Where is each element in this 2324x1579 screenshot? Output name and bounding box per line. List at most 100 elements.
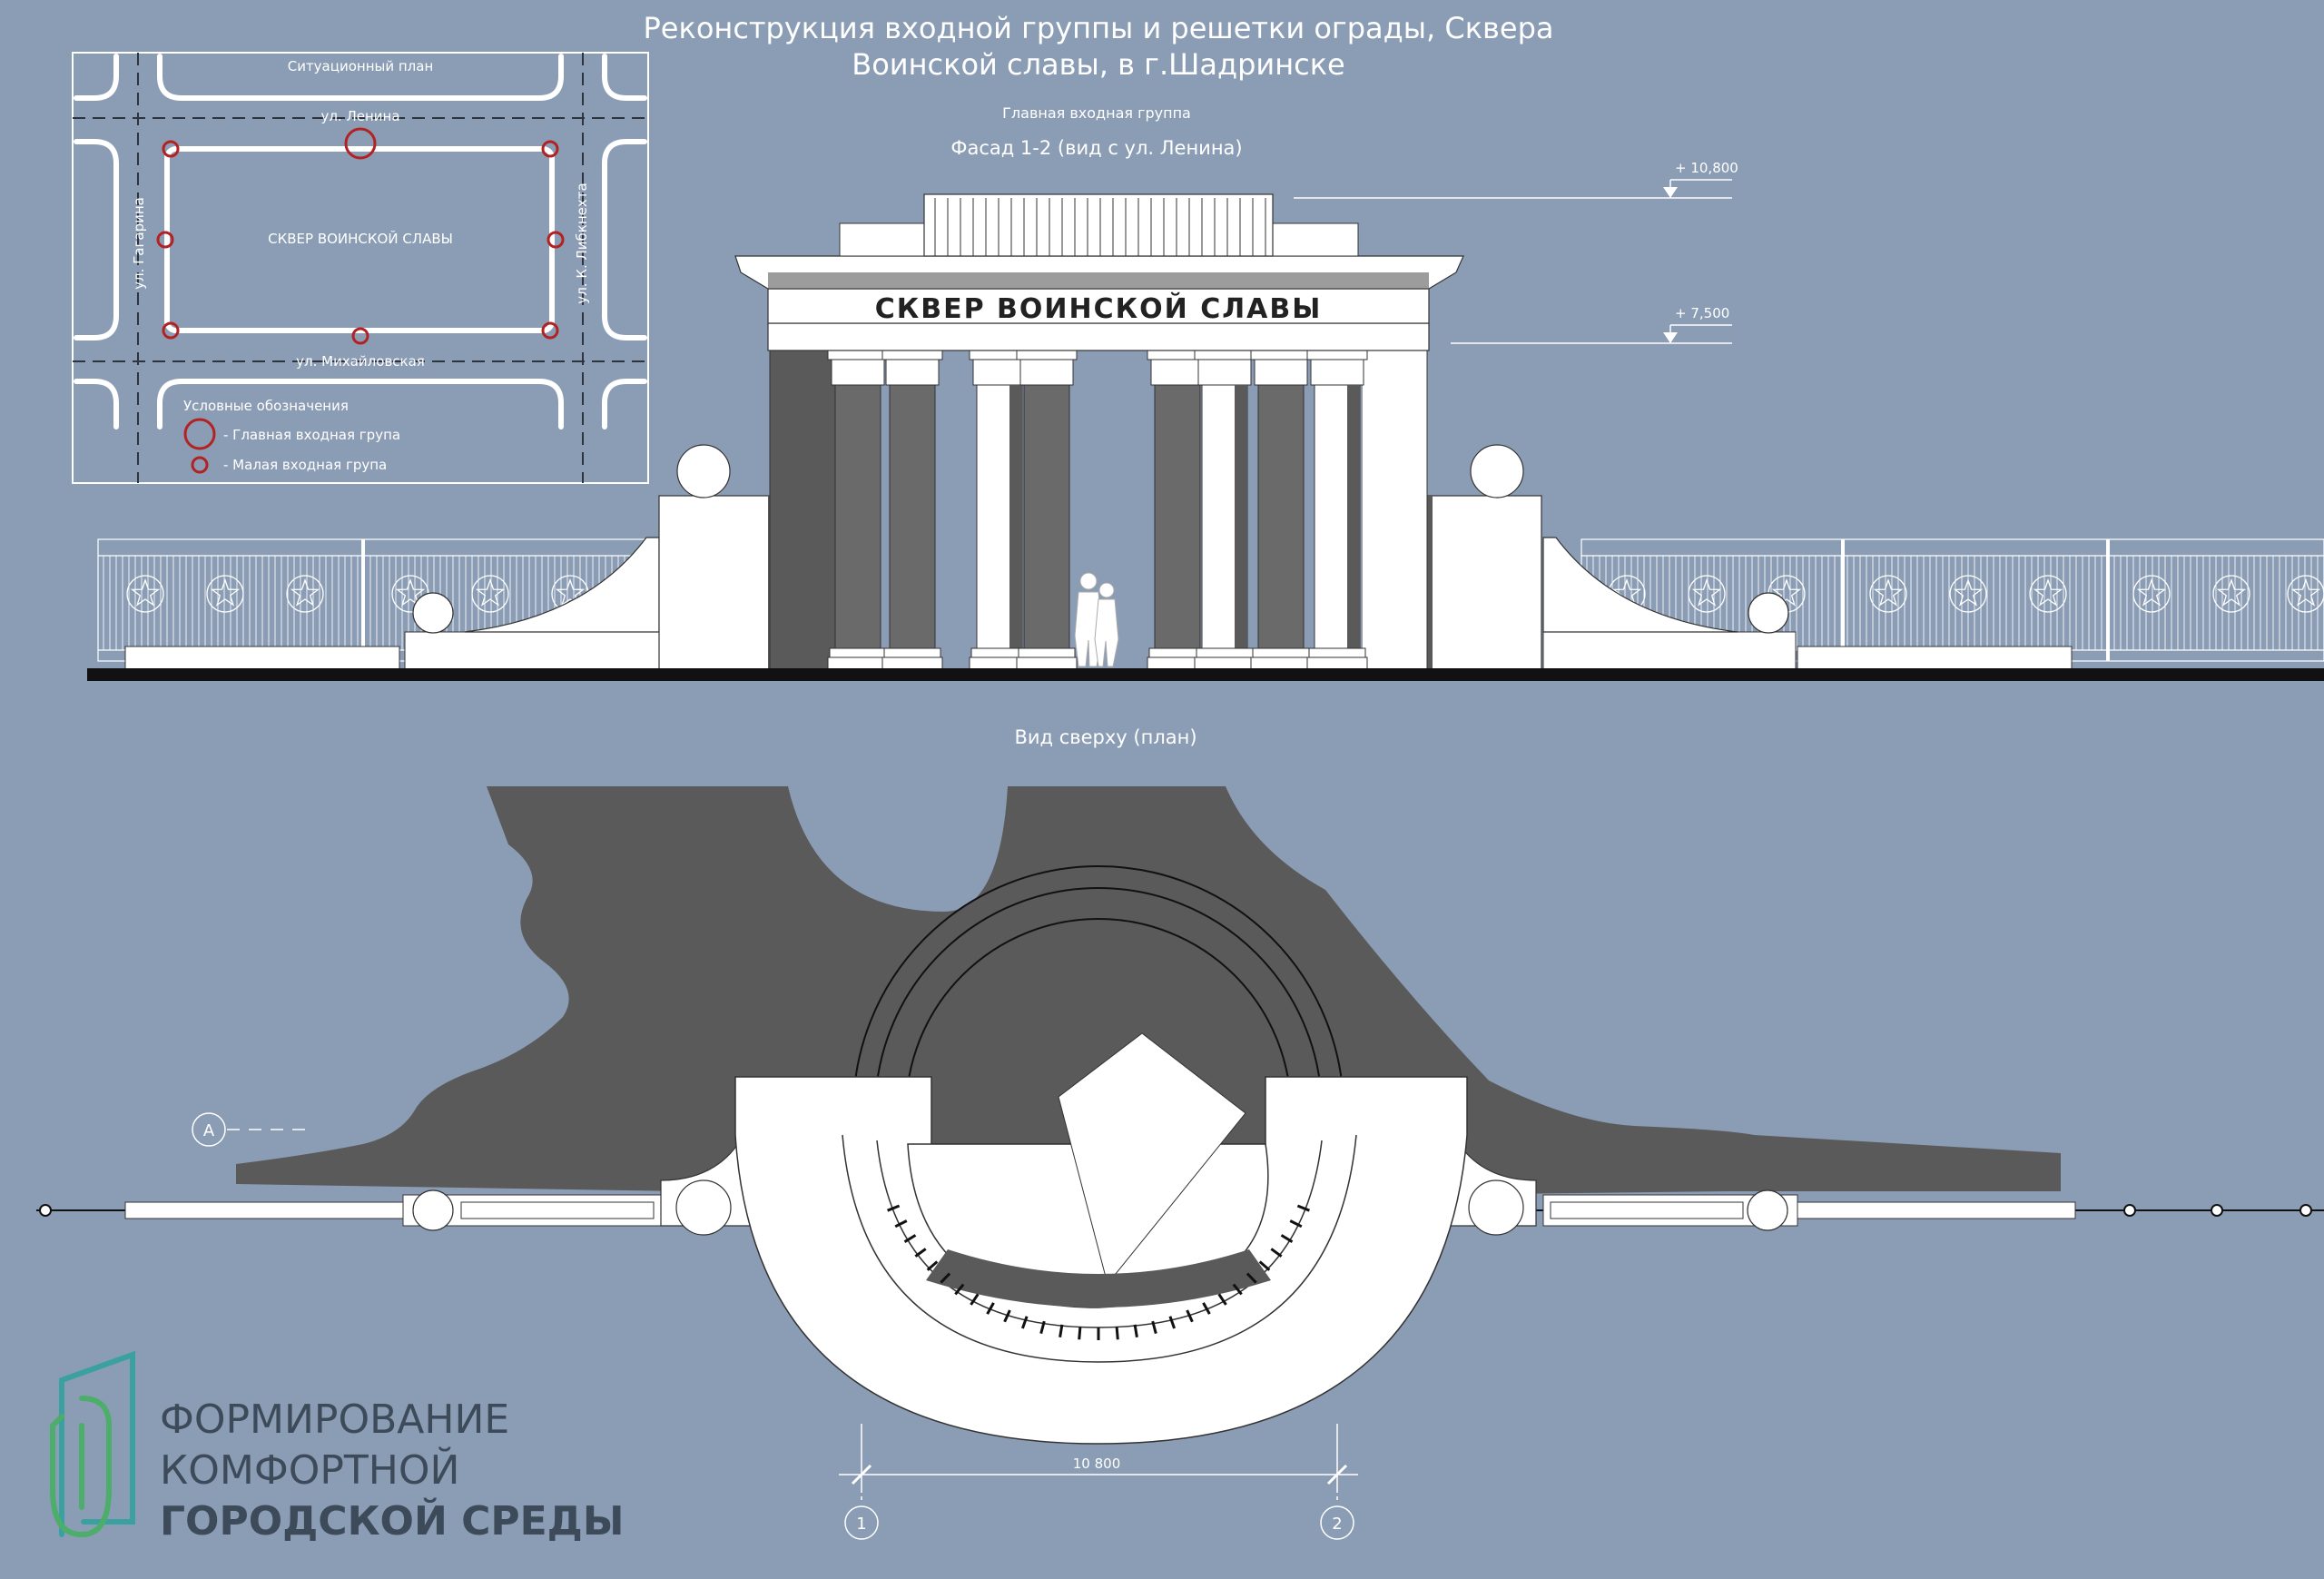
axis-1-bubble: [844, 1505, 879, 1540]
fence-star: [290, 578, 320, 607]
column-capital: [827, 350, 889, 360]
column-shaft: [1154, 384, 1201, 649]
entrance-markers: [156, 127, 565, 345]
level-mark-top: + 10,800: [1294, 160, 1738, 199]
small-entrance-marker: [541, 321, 559, 340]
site-plan-heading: Ситуационный план: [288, 58, 434, 74]
column-base: [1196, 647, 1254, 658]
column-shade: [1009, 385, 1022, 648]
fence-medallions: [126, 575, 2324, 613]
facade-drawing: Главная входная группа Фасад 1-2 (вид с …: [87, 104, 2324, 681]
fence-star: [130, 578, 161, 607]
facade-title: Фасад 1-2 (вид с ул. Ленина): [950, 137, 1242, 159]
plan-dentil: [986, 1302, 995, 1315]
small-entrance-marker: [547, 231, 565, 249]
street-label-bottom: ул. Михайловская: [296, 353, 425, 370]
cornice-shadow: [768, 272, 1429, 289]
plan-dentil: [887, 1204, 901, 1212]
plan-dentil: [1186, 1309, 1194, 1323]
column-capital: [1250, 350, 1312, 360]
main-entrance-marker: [344, 127, 377, 160]
plan-dentil: [954, 1283, 965, 1296]
plan-dentil: [1151, 1320, 1157, 1334]
plan-plinth-right: [1795, 1201, 2076, 1219]
plinth-far-right: [1797, 646, 2073, 671]
fence-medallion: [1869, 575, 1907, 613]
plan-dentil: [894, 1219, 908, 1229]
attic-crown: [923, 193, 1274, 257]
column-echinus: [972, 359, 1027, 386]
fence-star: [1771, 578, 1802, 607]
axis-a-bubble: [192, 1112, 226, 1147]
logo-line-1: ФОРМИРОВАНИЕ: [160, 1396, 509, 1443]
plan-dentil: [1217, 1293, 1227, 1306]
fence-star: [1691, 578, 1722, 607]
title-line-1: Реконструкция входной группы и решетки о…: [644, 11, 1554, 45]
plan-sphere-large-right: [1468, 1179, 1524, 1236]
plan-dimension-value: 10 800: [1073, 1456, 1121, 1472]
column-plinth: [1250, 656, 1312, 671]
fence-medallion: [2132, 575, 2171, 613]
site-plan: Ситуационный план ул. Ленина ул. Михайло…: [72, 52, 649, 484]
sphere-small-left: [412, 592, 454, 634]
small-entrance-marker: [351, 327, 369, 345]
plan-inner-ring: [842, 1134, 1357, 1363]
plan-dentil: [903, 1234, 917, 1243]
plan-dentil: [926, 1260, 939, 1271]
column-echinus: [831, 359, 885, 386]
plan-sphere-small-left: [412, 1189, 454, 1231]
column-capital: [1016, 350, 1078, 360]
axis-2-label: 2: [1332, 1515, 1342, 1534]
plan-dentil: [1003, 1309, 1011, 1323]
fence-star: [2290, 578, 2321, 607]
plan-dentil: [1232, 1283, 1243, 1296]
column-capital: [1194, 350, 1256, 360]
attic-block-right: [1270, 222, 1359, 257]
street-label-left: ул. Гагарина: [131, 197, 147, 290]
column-capital: [1306, 350, 1368, 360]
plan-dentil: [1289, 1219, 1303, 1229]
street-label-right: ул. К. Либкнехта: [574, 183, 590, 303]
step-block-left: [404, 631, 660, 671]
fence-medallion: [126, 575, 164, 613]
fence-medallion: [2287, 575, 2324, 613]
legend-title: Условные обозначения: [183, 398, 349, 414]
curved-wing-left: [464, 537, 660, 633]
plan-dentil: [970, 1293, 980, 1306]
fence-medallion: [206, 575, 244, 613]
column-base: [1252, 647, 1310, 658]
plan-dentil: [1296, 1204, 1310, 1212]
column-echinus: [1150, 359, 1205, 386]
ground-line: [87, 668, 2324, 681]
axis-1-label: 1: [856, 1515, 866, 1534]
axis-2-bubble: [1320, 1505, 1354, 1540]
plan-shadow-band: [926, 1249, 1271, 1308]
column-shaft: [834, 384, 881, 649]
legend-main-label: - Главная входная група: [223, 427, 400, 443]
park-name: СКВЕР ВОИНСКОЙ СЛАВЫ: [268, 230, 453, 247]
small-entrance-marker: [162, 140, 180, 158]
plan-dentils: [887, 1204, 1310, 1340]
portico-pier-right: [1361, 322, 1428, 671]
fence-star: [395, 578, 426, 607]
city-blocks: [74, 54, 647, 429]
curved-wing-right: [1542, 537, 1738, 633]
legend-small-marker: [191, 456, 209, 474]
fence-star: [475, 578, 506, 607]
plan-dentil: [1280, 1234, 1294, 1243]
legend-small-label: - Малая входная група: [223, 457, 387, 473]
fence-star: [1873, 578, 1904, 607]
portico-pier-left: [769, 322, 836, 671]
column-base: [1018, 647, 1076, 658]
plan-dentil: [1202, 1302, 1211, 1315]
people-silhouette: [1074, 572, 1119, 667]
sphere-small-right: [1748, 592, 1789, 634]
column-echinus: [1197, 359, 1252, 386]
column-base: [829, 647, 887, 658]
column-plinth: [1306, 656, 1368, 671]
plan-dentil: [1115, 1327, 1119, 1340]
column-plinth: [1194, 656, 1256, 671]
plan-dentil: [1078, 1327, 1082, 1340]
architrave: [767, 322, 1430, 351]
logo-line-3: ГОРОДСКОЙ СРЕДЫ: [160, 1496, 624, 1544]
